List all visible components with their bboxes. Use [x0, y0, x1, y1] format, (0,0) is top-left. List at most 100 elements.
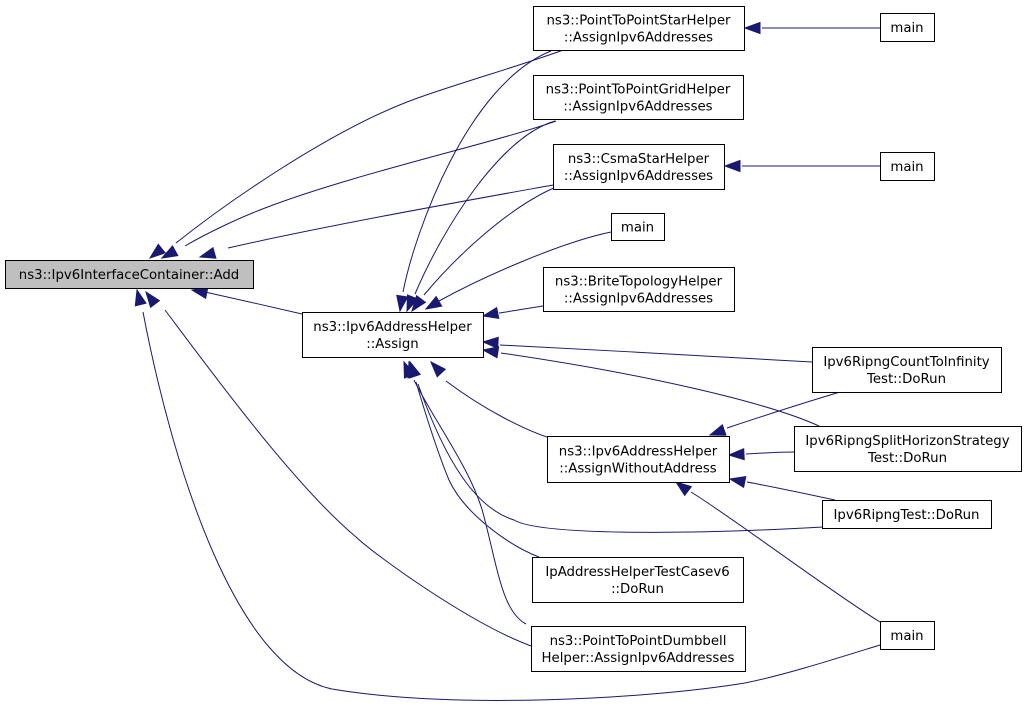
edge-line — [726, 391, 841, 429]
arrowhead-icon — [424, 295, 443, 310]
arrowhead-icon — [481, 306, 500, 320]
edge-ripcount-to-withoutaddr — [708, 391, 841, 436]
node-box — [532, 557, 744, 603]
arrowhead-icon — [708, 424, 727, 436]
node-main_bottom[interactable]: main — [880, 621, 935, 650]
arrowhead-icon — [198, 246, 217, 259]
node-label: Ipv6RipngTest::DoRun — [834, 508, 980, 523]
edge-line — [204, 291, 303, 315]
edge-line — [746, 481, 836, 501]
node-main_mid[interactable]: main — [611, 213, 665, 241]
node-dumbbell[interactable]: ns3::PointToPointDumbbellHelper::AssignI… — [531, 626, 746, 672]
nodes-layer: ns3::Ipv6InterfaceContainer::Addns3::Ipv… — [5, 6, 1022, 672]
arrowhead-icon — [145, 290, 161, 309]
edge-withoutaddr-to-assign — [430, 360, 554, 440]
node-label: ns3::BriteTopologyHelper — [555, 275, 723, 290]
edge-line — [413, 379, 527, 625]
edge-line — [445, 380, 554, 440]
edges-layer — [134, 21, 881, 701]
node-root: ns3::Ipv6InterfaceContainer::Add — [5, 260, 254, 289]
node-withoutaddr[interactable]: ns3::Ipv6AddressHelper::AssignWithoutAdd… — [547, 436, 730, 483]
node-label: ns3::PointToPointGridHelper — [546, 83, 731, 98]
edge-line — [402, 50, 552, 293]
node-main_star[interactable]: main — [880, 13, 935, 42]
node-iphelpertest[interactable]: IpAddressHelperTestCasev6::DoRun — [532, 557, 744, 603]
node-label: ns3::Ipv6AddressHelper — [313, 320, 472, 335]
node-p2pgrid[interactable]: ns3::PointToPointGridHelper::AssignIpv6A… — [533, 75, 744, 120]
node-box — [880, 13, 935, 42]
node-label: ::AssignIpv6Addresses — [564, 292, 713, 307]
edge-iphelpertest-to-assign — [407, 360, 540, 558]
node-label: ::AssignIpv6Addresses — [563, 100, 712, 115]
edge-dumbbell-to-root — [145, 290, 532, 647]
node-p2pstar[interactable]: ns3::PointToPointStarHelper::AssignIpv6A… — [533, 6, 745, 51]
edge-line — [175, 48, 567, 244]
edge-line — [498, 305, 544, 314]
node-box — [531, 626, 746, 672]
node-box — [611, 213, 665, 241]
node-label: ::AssignWithoutAddress — [559, 462, 716, 477]
node-label: ns3::Ipv6InterfaceContainer::Add — [19, 268, 239, 283]
edge-line — [414, 120, 556, 295]
node-riptest[interactable]: Ipv6RipngTest::DoRun — [822, 500, 992, 529]
arrowhead-icon — [430, 360, 447, 378]
edge-line — [227, 184, 554, 249]
edge-line — [499, 344, 813, 363]
node-label: main — [890, 160, 923, 175]
node-label: main — [890, 21, 923, 36]
node-csmastar[interactable]: ns3::CsmaStarHelper::AssignIpv6Addresses — [553, 144, 725, 190]
edge-line — [184, 120, 557, 247]
edge-line — [690, 491, 881, 623]
arrowhead-icon — [728, 475, 747, 489]
node-box — [302, 312, 484, 358]
arrowhead-icon — [481, 336, 499, 349]
edge-line — [415, 381, 540, 558]
node-label: ns3::PointToPointStarHelper — [546, 14, 731, 29]
node-box — [533, 75, 744, 120]
arrowhead-icon — [406, 294, 419, 313]
edge-p2pstar-to-root — [148, 48, 567, 259]
node-label: ::AssignIpv6Addresses — [564, 31, 713, 46]
edge-line — [423, 186, 557, 296]
edge-line — [164, 309, 532, 647]
node-label: Test::DoRun — [866, 372, 946, 387]
node-main_csma[interactable]: main — [880, 152, 935, 181]
node-label: ::DoRun — [611, 582, 664, 597]
arrowhead-icon — [411, 294, 427, 313]
node-label: IpAddressHelperTestCasev6 — [545, 565, 729, 580]
edge-csmastar-to-root — [198, 184, 554, 259]
node-brite[interactable]: ns3::BriteTopologyHelper::AssignIpv6Addr… — [543, 267, 735, 312]
node-assign[interactable]: ns3::Ipv6AddressHelper::Assign — [302, 312, 484, 358]
edge-p2pgrid-to-assign — [406, 120, 556, 313]
edge-line — [142, 311, 881, 701]
arrowhead-icon — [723, 159, 741, 173]
arrowhead-icon — [134, 288, 147, 307]
node-label: Test::DoRun — [867, 451, 947, 466]
edge-main_bottom-to-withoutaddr — [674, 481, 881, 623]
edge-main_mid-to-assign — [424, 231, 612, 310]
node-label: main — [621, 221, 654, 236]
arrowhead-icon — [727, 448, 745, 461]
edge-csmastar-to-assign — [411, 186, 557, 313]
arrowhead-icon — [160, 245, 179, 259]
node-box — [5, 260, 254, 289]
edge-assign-to-root — [190, 286, 303, 315]
node-box — [880, 152, 935, 181]
edge-ripsplit-to-assign — [481, 346, 820, 427]
node-box — [812, 347, 1002, 393]
edge-brite-to-assign — [481, 305, 544, 320]
node-label: ::AssignIpv6Addresses — [564, 169, 713, 184]
node-label: ns3::CsmaStarHelper — [568, 152, 710, 167]
arrowhead-icon — [743, 21, 761, 35]
edge-main_bottom-to-root — [134, 288, 881, 701]
node-box — [794, 426, 1022, 472]
edge-p2pgrid-to-root — [160, 120, 557, 259]
node-label: Helper::AssignIpv6Addresses — [542, 651, 735, 666]
edge-line — [745, 451, 795, 455]
node-box — [533, 6, 745, 51]
node-label: Ipv6RipngCountToInfinity — [823, 355, 989, 370]
node-box — [553, 144, 725, 190]
